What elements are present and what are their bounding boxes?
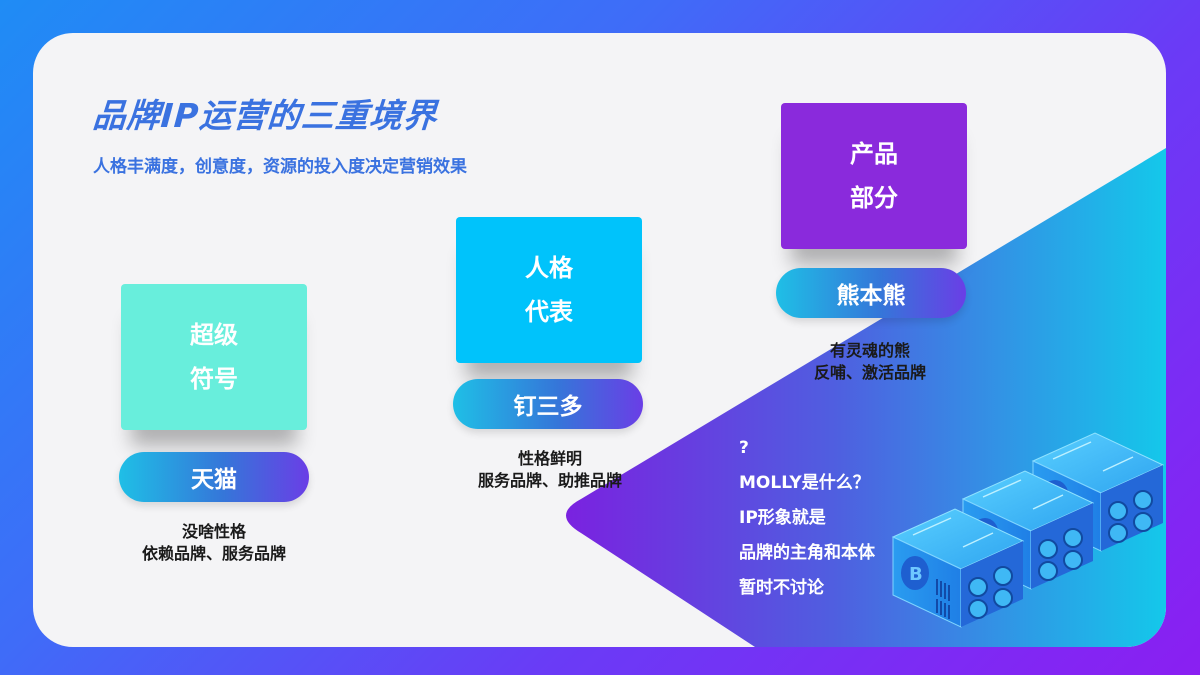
desc-line1: 有灵魂的熊 <box>829 341 910 360</box>
side-note-line: IP形象就是 <box>739 508 826 528</box>
slide-card: 品牌IP运营的三重境界 人格丰满度，创意度，资源的投入度决定营销效果 超级 符号… <box>33 33 1166 647</box>
tier-description: 有灵魂的熊 反哺、激活品牌 <box>770 340 970 384</box>
brand-pill-dingsanduo: 钉三多 <box>453 379 643 429</box>
tier-box-line2: 代表 <box>525 298 573 326</box>
desc-line2: 依赖品牌、服务品牌 <box>141 544 286 563</box>
side-note-line: 暂时不讨论 <box>739 578 824 598</box>
side-note: ? MOLLY是什么？ IP形象就是 品牌的主角和本体 暂时不讨论 <box>739 431 875 606</box>
page-title: 品牌IP运营的三重境界 <box>91 96 439 135</box>
tier-box-product: 产品 部分 <box>781 103 967 249</box>
page-subtitle: 人格丰满度，创意度，资源的投入度决定营销效果 <box>93 157 467 177</box>
brand-pill-kumamon: 熊本熊 <box>776 268 966 318</box>
bitcoin-miner-icon: B <box>892 432 1164 628</box>
side-note-line: ? <box>739 438 749 458</box>
side-note-line: 品牌的主角和本体 <box>739 543 875 563</box>
tier-box-super-symbol: 超级 符号 <box>121 284 307 430</box>
side-note-line: MOLLY是什么？ <box>739 473 870 493</box>
desc-line2: 服务品牌、助推品牌 <box>477 471 622 490</box>
tier-description: 性格鲜明 服务品牌、助推品牌 <box>450 448 650 492</box>
tier-box-line1: 产品 <box>850 140 898 168</box>
desc-line1: 没啥性格 <box>181 522 246 541</box>
tier-description: 没啥性格 依赖品牌、服务品牌 <box>114 521 314 565</box>
desc-line1: 性格鲜明 <box>517 449 582 468</box>
tier-box-line2: 部分 <box>850 184 898 212</box>
brand-pill-tmall: 天猫 <box>119 452 309 502</box>
desc-line2: 反哺、激活品牌 <box>813 363 926 382</box>
tier-box-line1: 超级 <box>190 321 238 349</box>
tier-box-line2: 符号 <box>190 365 238 393</box>
tier-box-line1: 人格 <box>525 254 573 282</box>
tier-box-persona: 人格 代表 <box>456 217 642 363</box>
